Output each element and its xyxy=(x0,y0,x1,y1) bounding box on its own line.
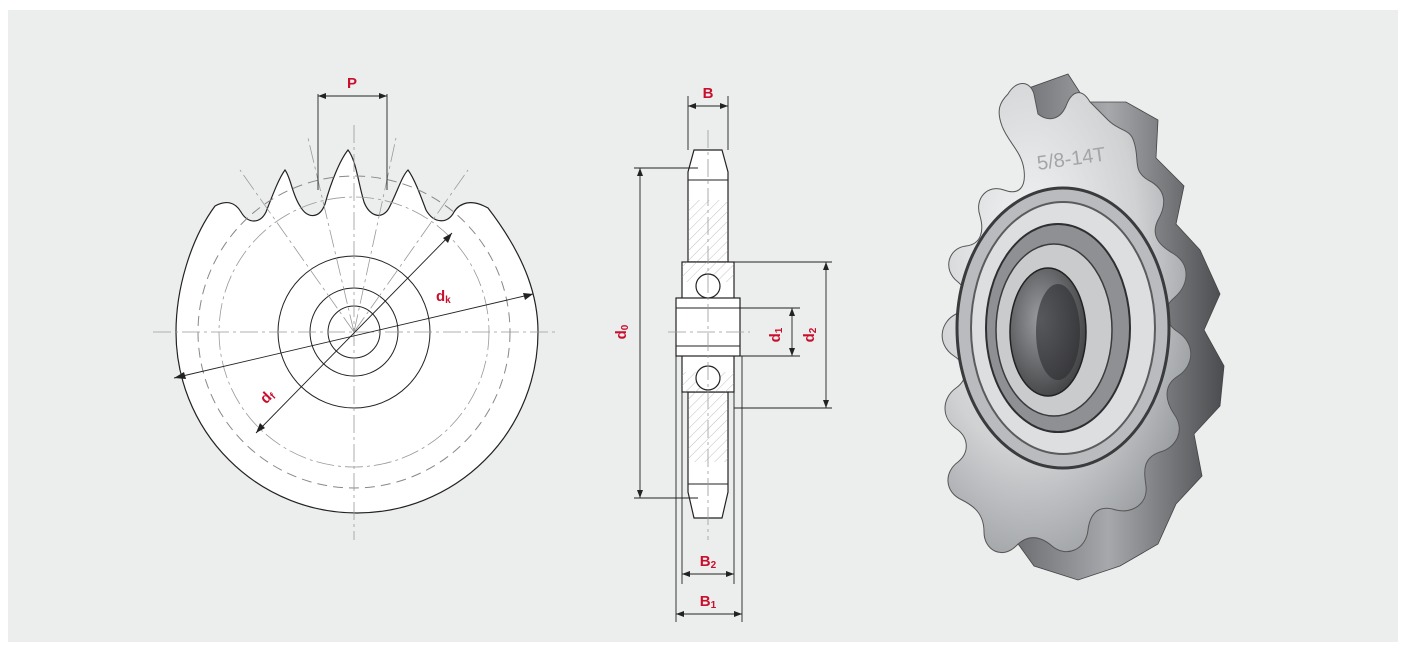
section-view: B d0 d1 d2 B2 B1 xyxy=(613,85,832,622)
tip-diameter-label: dk xyxy=(436,288,451,306)
pitch-diameter-label: d0 xyxy=(613,324,631,339)
diagram-panel: P dk df xyxy=(8,10,1398,642)
width-label: B xyxy=(703,85,714,102)
front-view: P dk df xyxy=(153,75,556,540)
technical-drawing: P dk df xyxy=(153,73,1225,622)
bearing-width-label: B2 xyxy=(700,553,717,571)
bearing-outer-diameter-label: d2 xyxy=(801,327,819,342)
sprocket-outline xyxy=(175,149,539,514)
overall-width-label: B1 xyxy=(700,593,717,611)
bore-diameter-label: d1 xyxy=(767,327,785,342)
pitch-label: P xyxy=(347,75,357,92)
root-diameter-line xyxy=(255,232,453,434)
sprocket-photo: 5/8-14T xyxy=(941,73,1225,581)
tip-diameter-line xyxy=(173,293,534,379)
